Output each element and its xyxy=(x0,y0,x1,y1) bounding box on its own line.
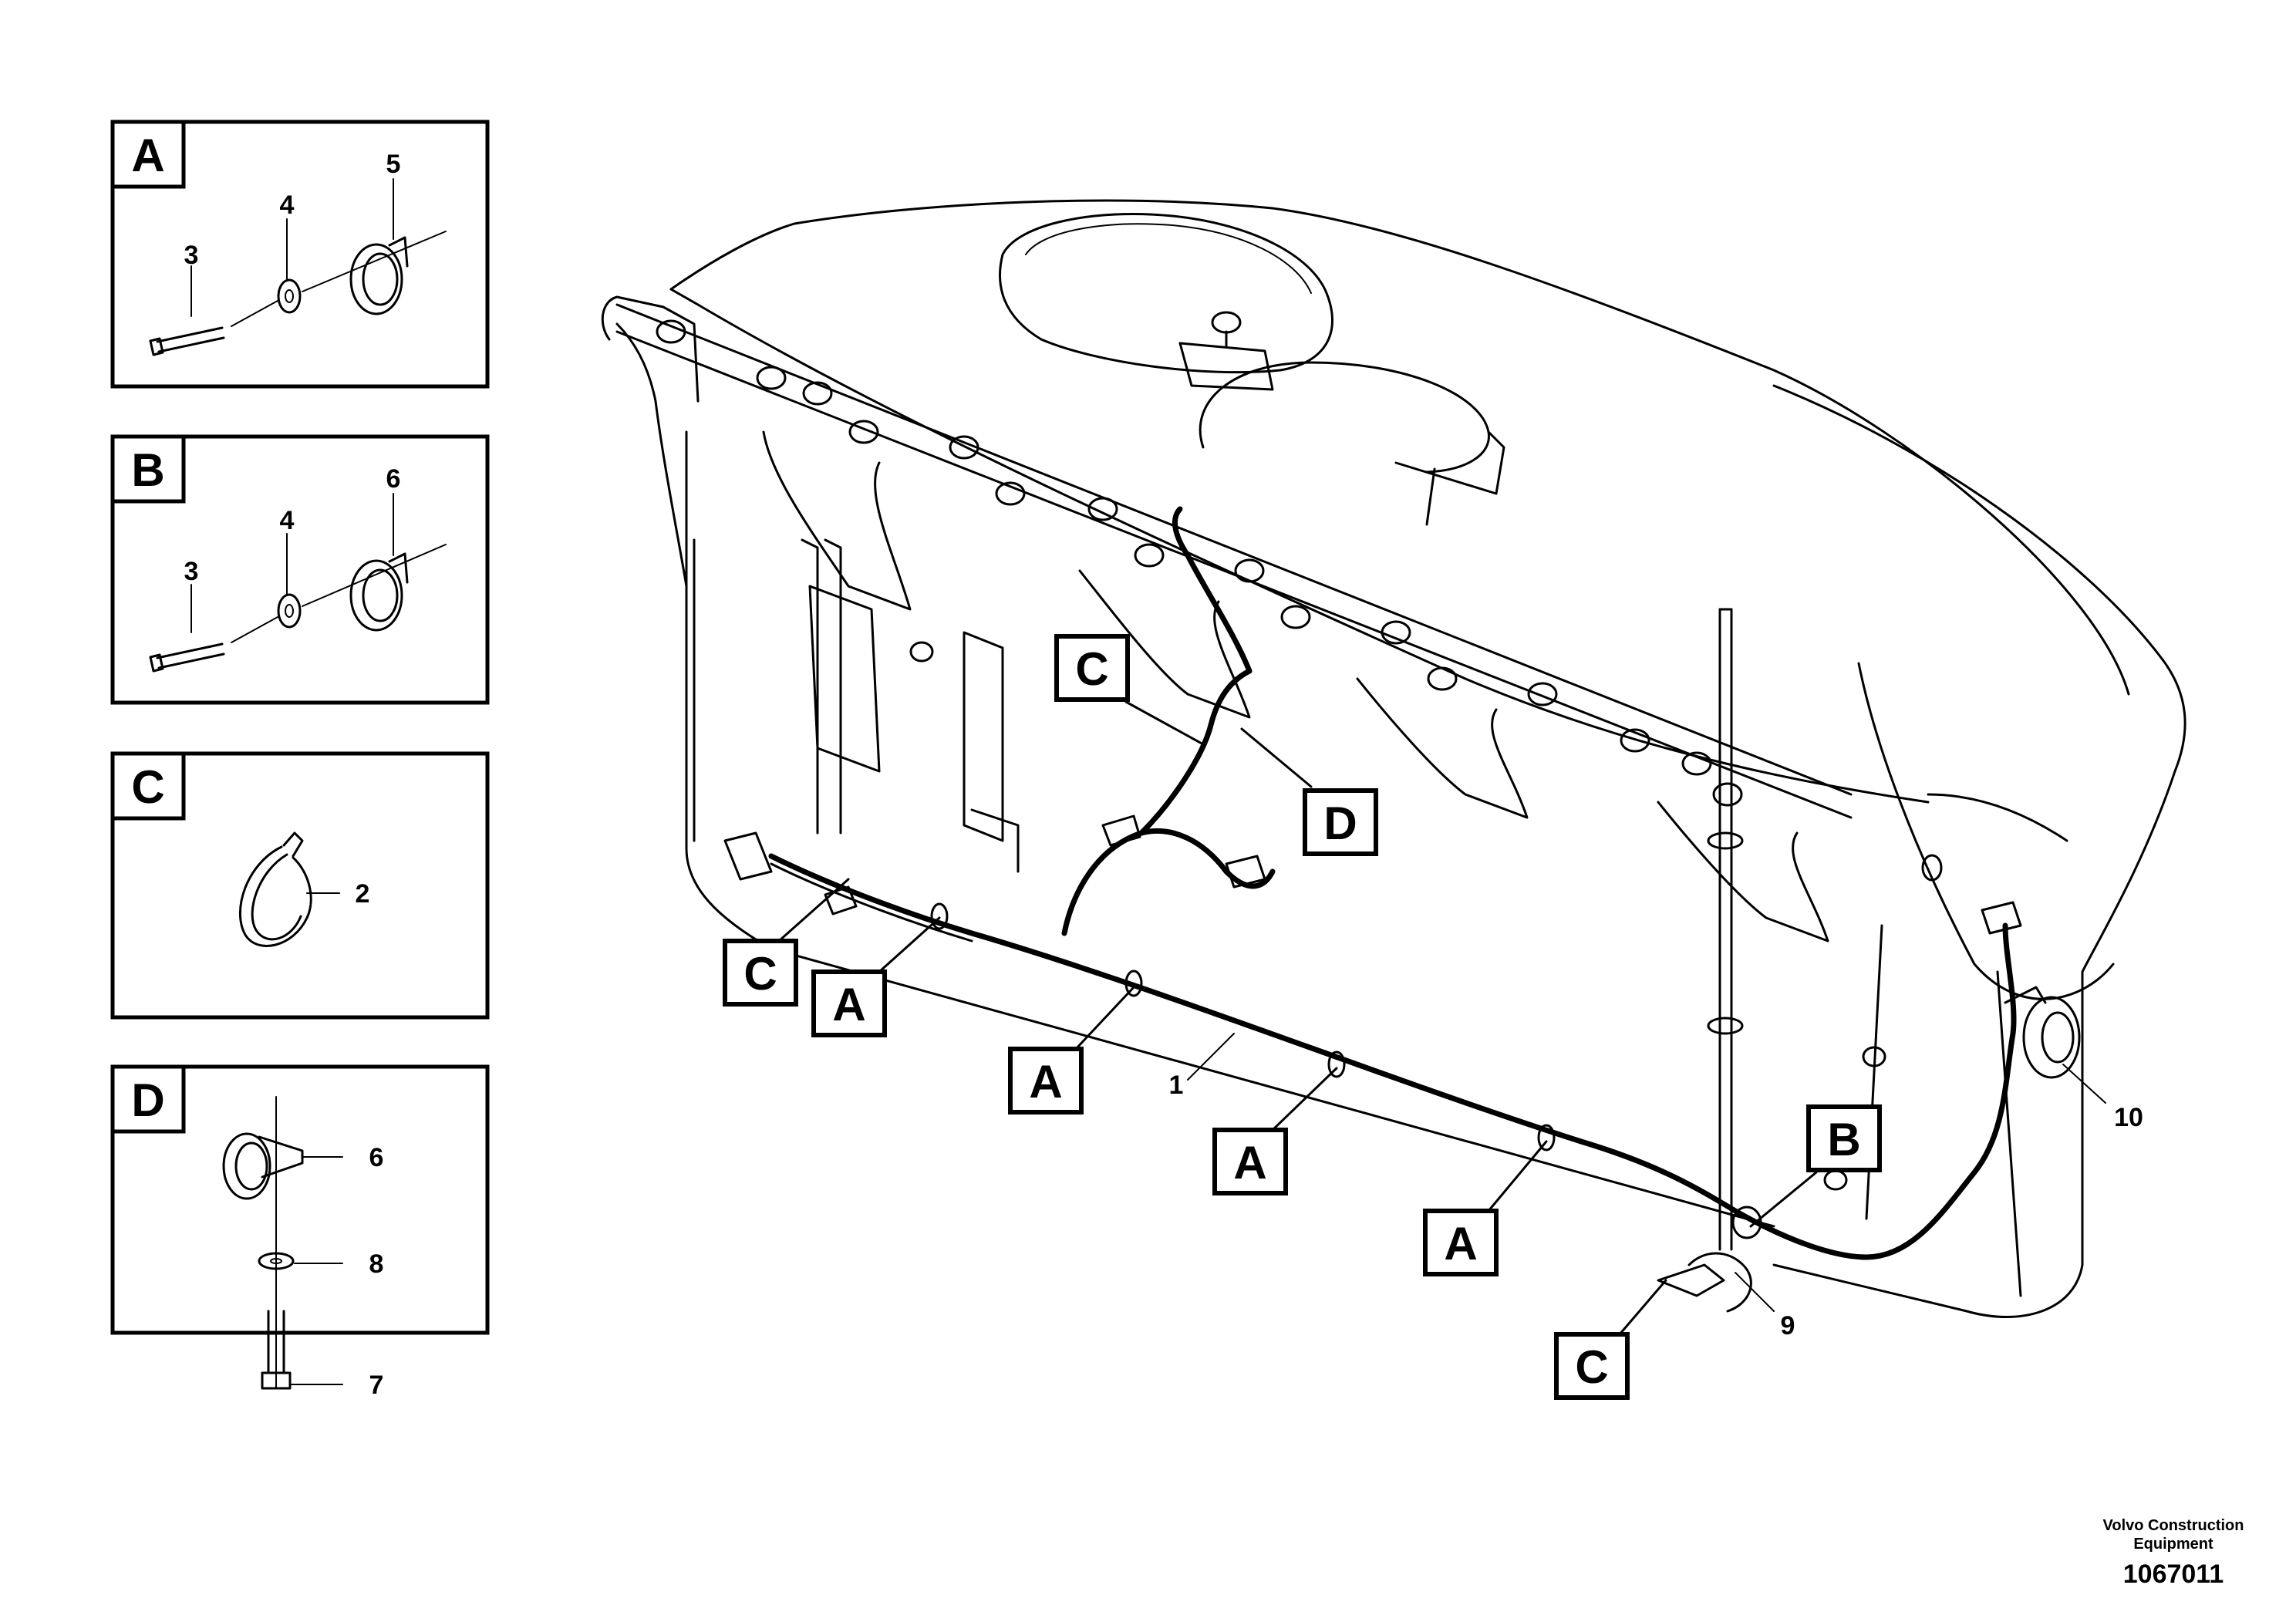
callout-c-3: C xyxy=(1054,634,1205,746)
panel-c-letter: C xyxy=(131,761,164,813)
panel-b-letter: B xyxy=(131,444,164,496)
svg-text:A: A xyxy=(1029,1056,1062,1108)
svg-text:C: C xyxy=(1075,643,1108,695)
callout-d-1: D xyxy=(1240,727,1378,856)
panel-b-label-4: 4 xyxy=(280,506,295,535)
svg-text:10: 10 xyxy=(2114,1103,2143,1132)
detail-panel-b: B 3 4 6 xyxy=(110,434,490,705)
detail-panel-a: A 3 4 5 xyxy=(110,120,490,389)
svg-text:A: A xyxy=(1444,1218,1477,1270)
svg-text:1: 1 xyxy=(1169,1071,1184,1100)
callout-a-3: A xyxy=(1212,1067,1338,1195)
counterweight-assembly xyxy=(601,199,2186,1318)
detail-panel-c: C 2 xyxy=(110,751,490,1020)
callout-a-1: A xyxy=(811,916,941,1037)
panel-c-label-2: 2 xyxy=(356,879,370,909)
panel-b-label-6: 6 xyxy=(386,464,401,494)
svg-text:C: C xyxy=(1575,1341,1608,1393)
part-number-9: 9 xyxy=(1735,1272,1795,1340)
svg-text:D: D xyxy=(1323,798,1357,849)
detail-panel-d: D 6 8 7 xyxy=(110,1064,490,1400)
callout-b-1: B xyxy=(1749,1104,1882,1228)
part-number-1: 1 xyxy=(1169,1033,1235,1100)
valve-row xyxy=(656,319,1743,807)
panel-a-label-3: 3 xyxy=(184,241,199,270)
panel-d-label-7: 7 xyxy=(369,1371,384,1400)
svg-text:A: A xyxy=(1233,1137,1266,1189)
panel-d-letter: D xyxy=(131,1074,164,1126)
panel-b-label-3: 3 xyxy=(184,557,199,586)
svg-text:C: C xyxy=(743,948,777,1000)
callout-c-1: C xyxy=(723,878,850,1007)
svg-text:B: B xyxy=(1827,1114,1860,1165)
panel-a-label-4: 4 xyxy=(280,191,295,220)
part-number-10: 10 xyxy=(2062,1064,2143,1132)
panel-a-label-5: 5 xyxy=(386,150,401,179)
callout-a-4: A xyxy=(1423,1140,1548,1276)
wiring-harness xyxy=(723,506,2022,1313)
svg-text:A: A xyxy=(832,979,865,1030)
company-line-2: Equipment xyxy=(2133,1536,2213,1553)
callout-a-2: A xyxy=(1008,986,1135,1114)
panel-d-label-8: 8 xyxy=(369,1249,384,1279)
svg-text:9: 9 xyxy=(1781,1311,1795,1340)
drawing-number: 1067011 xyxy=(2123,1560,2224,1589)
panel-d-label-6: 6 xyxy=(369,1143,384,1172)
company-line-1: Volvo Construction xyxy=(2103,1517,2244,1534)
footer: Volvo Construction Equipment 1067011 xyxy=(2103,1517,2244,1589)
callout-c-2: C xyxy=(1554,1279,1667,1400)
panel-a-letter: A xyxy=(131,130,164,181)
